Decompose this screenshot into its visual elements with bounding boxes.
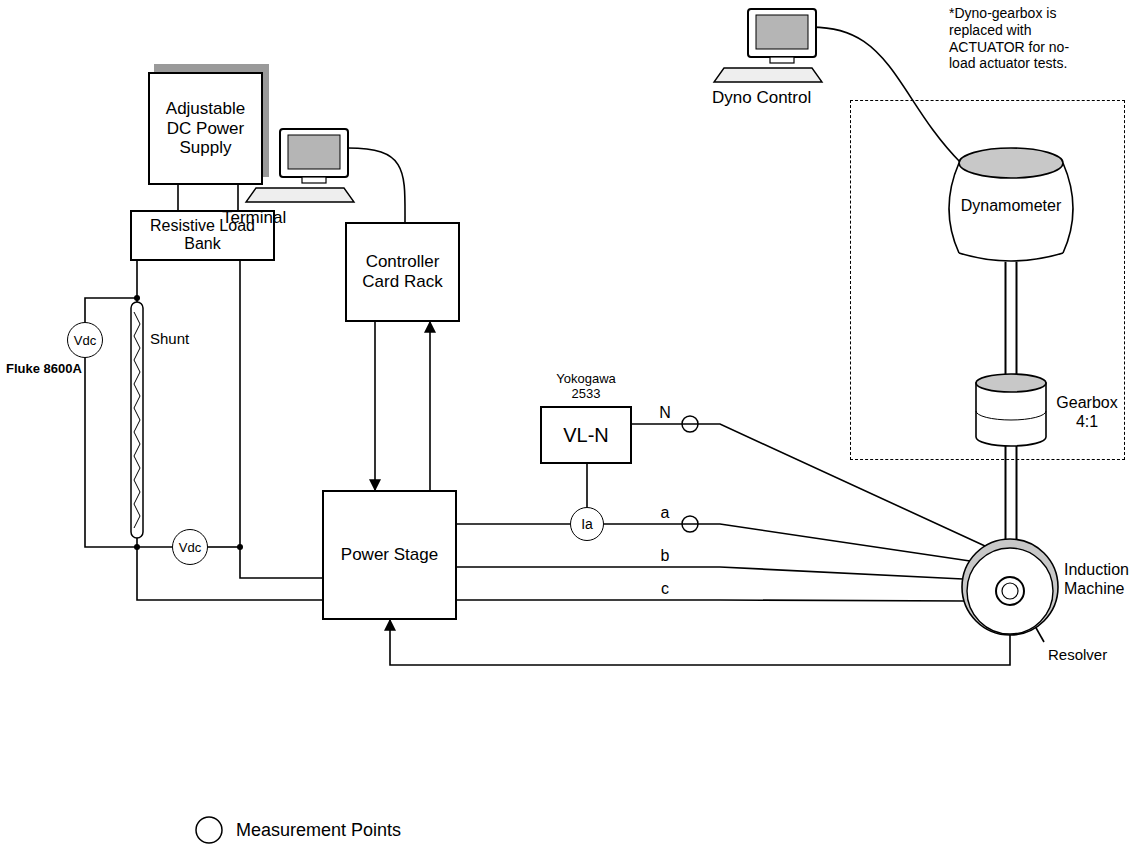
voltmeter-circle: Vdc: [172, 529, 208, 565]
meter-label: VL-N: [563, 424, 609, 447]
part-name: Resolver: [1048, 646, 1107, 663]
junction-dot: [134, 544, 140, 550]
wire: [457, 567, 963, 579]
meter-frame: VL-N: [540, 406, 632, 464]
phase-label: a: [659, 505, 672, 521]
wire: [586, 464, 588, 507]
measurement-point: [682, 516, 698, 532]
measurement-point: [682, 416, 698, 432]
gearbox-drawing: [966, 371, 1056, 451]
wire: [457, 600, 964, 601]
box-label: Controller Card Rack: [353, 252, 452, 291]
wire: [177, 185, 179, 210]
shaft-body: [1007, 253, 1016, 383]
controller-box: Controller Card Rack: [345, 222, 460, 322]
wire: [632, 424, 985, 546]
wire: [390, 620, 1010, 665]
wire: [348, 148, 405, 222]
wire: [457, 523, 570, 525]
shunt-resistor: [131, 302, 143, 538]
induction-machine: Induction Machine: [960, 537, 1145, 637]
legend-label: Measurement Points: [236, 820, 401, 841]
gearbox: Gearbox 4:1: [966, 371, 1121, 451]
ammeter-circle: Ia: [570, 507, 604, 541]
wire: [240, 261, 322, 578]
power-stage-box: Power Stage: [322, 490, 457, 620]
measurement-point: [196, 817, 222, 843]
phase-label: c: [659, 581, 671, 597]
voltmeter-box: Yokogawa 2533VL-N: [540, 372, 632, 464]
dashed-region: *Dyno-gearbox is replaced with ACTUATOR …: [850, 100, 1125, 460]
shaft-outline: [1005, 441, 1018, 543]
junction-dot: [237, 544, 243, 550]
computer-label: Terminal: [222, 208, 286, 228]
legend-sample: [194, 815, 224, 845]
junction-dot: [134, 295, 140, 301]
shaft: [1011, 253, 1012, 383]
wire: [237, 185, 239, 210]
shaft: [1011, 441, 1012, 543]
machine-label: Induction Machine: [1064, 560, 1144, 598]
machine-drawing: [960, 537, 1060, 637]
voltmeter-circle: Vdc: [67, 322, 103, 358]
meter-lead: [85, 298, 137, 322]
shaft-outline: [1005, 253, 1018, 383]
wire: [137, 261, 322, 600]
computer-node: Terminal: [222, 128, 372, 233]
instrument-name: Yokogawa 2533: [546, 372, 626, 402]
computer-label: Dyno Control: [712, 88, 811, 108]
shaft-body: [1007, 441, 1016, 543]
meter-lead: [208, 546, 240, 548]
wire: [374, 322, 376, 490]
computer-icon: [690, 8, 830, 88]
shunt-zigzag: [134, 312, 140, 528]
meter-label: Vdc: [74, 334, 96, 347]
box-label: Power Stage: [341, 545, 438, 565]
part-name: Shunt: [150, 330, 189, 347]
computer-icon: [222, 128, 362, 208]
meter-label: Vdc: [179, 541, 201, 554]
meter-label: Ia: [581, 517, 593, 531]
gearbox-label: Gearbox 4:1: [1054, 393, 1120, 431]
meter-lead: [137, 546, 172, 548]
computer-node: Dyno Control: [690, 8, 860, 108]
note-text: *Dyno-gearbox is replaced with ACTUATOR …: [949, 5, 1071, 72]
meter-lead: [85, 358, 137, 547]
phase-label: N: [657, 405, 673, 421]
dynamometer: Dynamometer: [941, 141, 1081, 271]
phase-label: b: [659, 548, 672, 564]
wire: [429, 322, 431, 490]
supply-box: Adjustable DC Power Supply: [148, 72, 263, 185]
dynamometer-label: Dynamometer: [941, 197, 1081, 215]
legend-row: Measurement Points: [194, 815, 401, 845]
box-label: Adjustable DC Power Supply: [156, 99, 255, 158]
instrument-name: Fluke 8600A: [6, 362, 64, 377]
